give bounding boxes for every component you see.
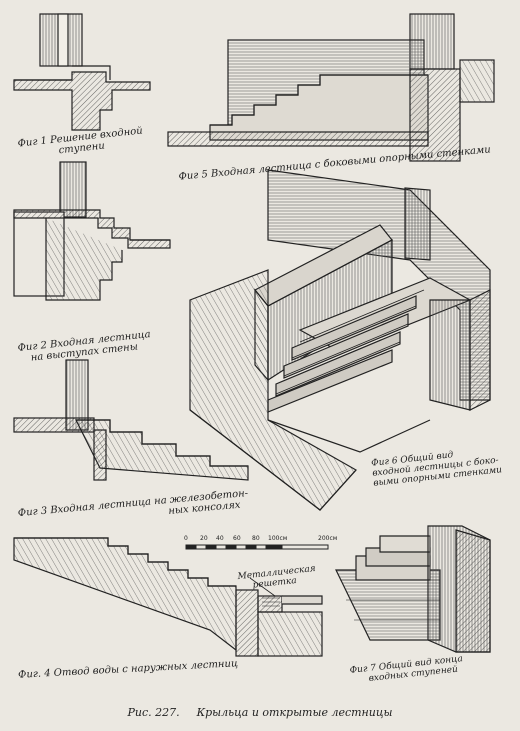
figure-number: Рис. 227. bbox=[127, 706, 180, 719]
fig1-drawing bbox=[13, 13, 151, 131]
scale-tick-60: 60 bbox=[233, 535, 241, 542]
figure-caption: Рис. 227. Крыльца и открытые лестницы bbox=[0, 706, 520, 719]
fig3-drawing bbox=[13, 359, 249, 481]
scale-tick-0: 0 bbox=[184, 535, 188, 542]
scale-tick-80: 80 bbox=[252, 535, 260, 542]
scale-bar bbox=[185, 544, 329, 550]
scale-tick-20: 20 bbox=[200, 535, 208, 542]
fig7-drawing bbox=[335, 525, 491, 653]
scale-tick-100: 100см bbox=[268, 535, 288, 542]
scale-tick-40: 40 bbox=[216, 535, 224, 542]
fig4-drawing bbox=[13, 537, 323, 657]
fig5-drawing bbox=[167, 13, 495, 162]
scale-tick-200: 200см bbox=[318, 535, 338, 542]
fig2-drawing bbox=[13, 161, 171, 301]
fig6-drawing bbox=[189, 169, 491, 511]
figure-title: Крыльца и открытые лестницы bbox=[196, 706, 393, 719]
